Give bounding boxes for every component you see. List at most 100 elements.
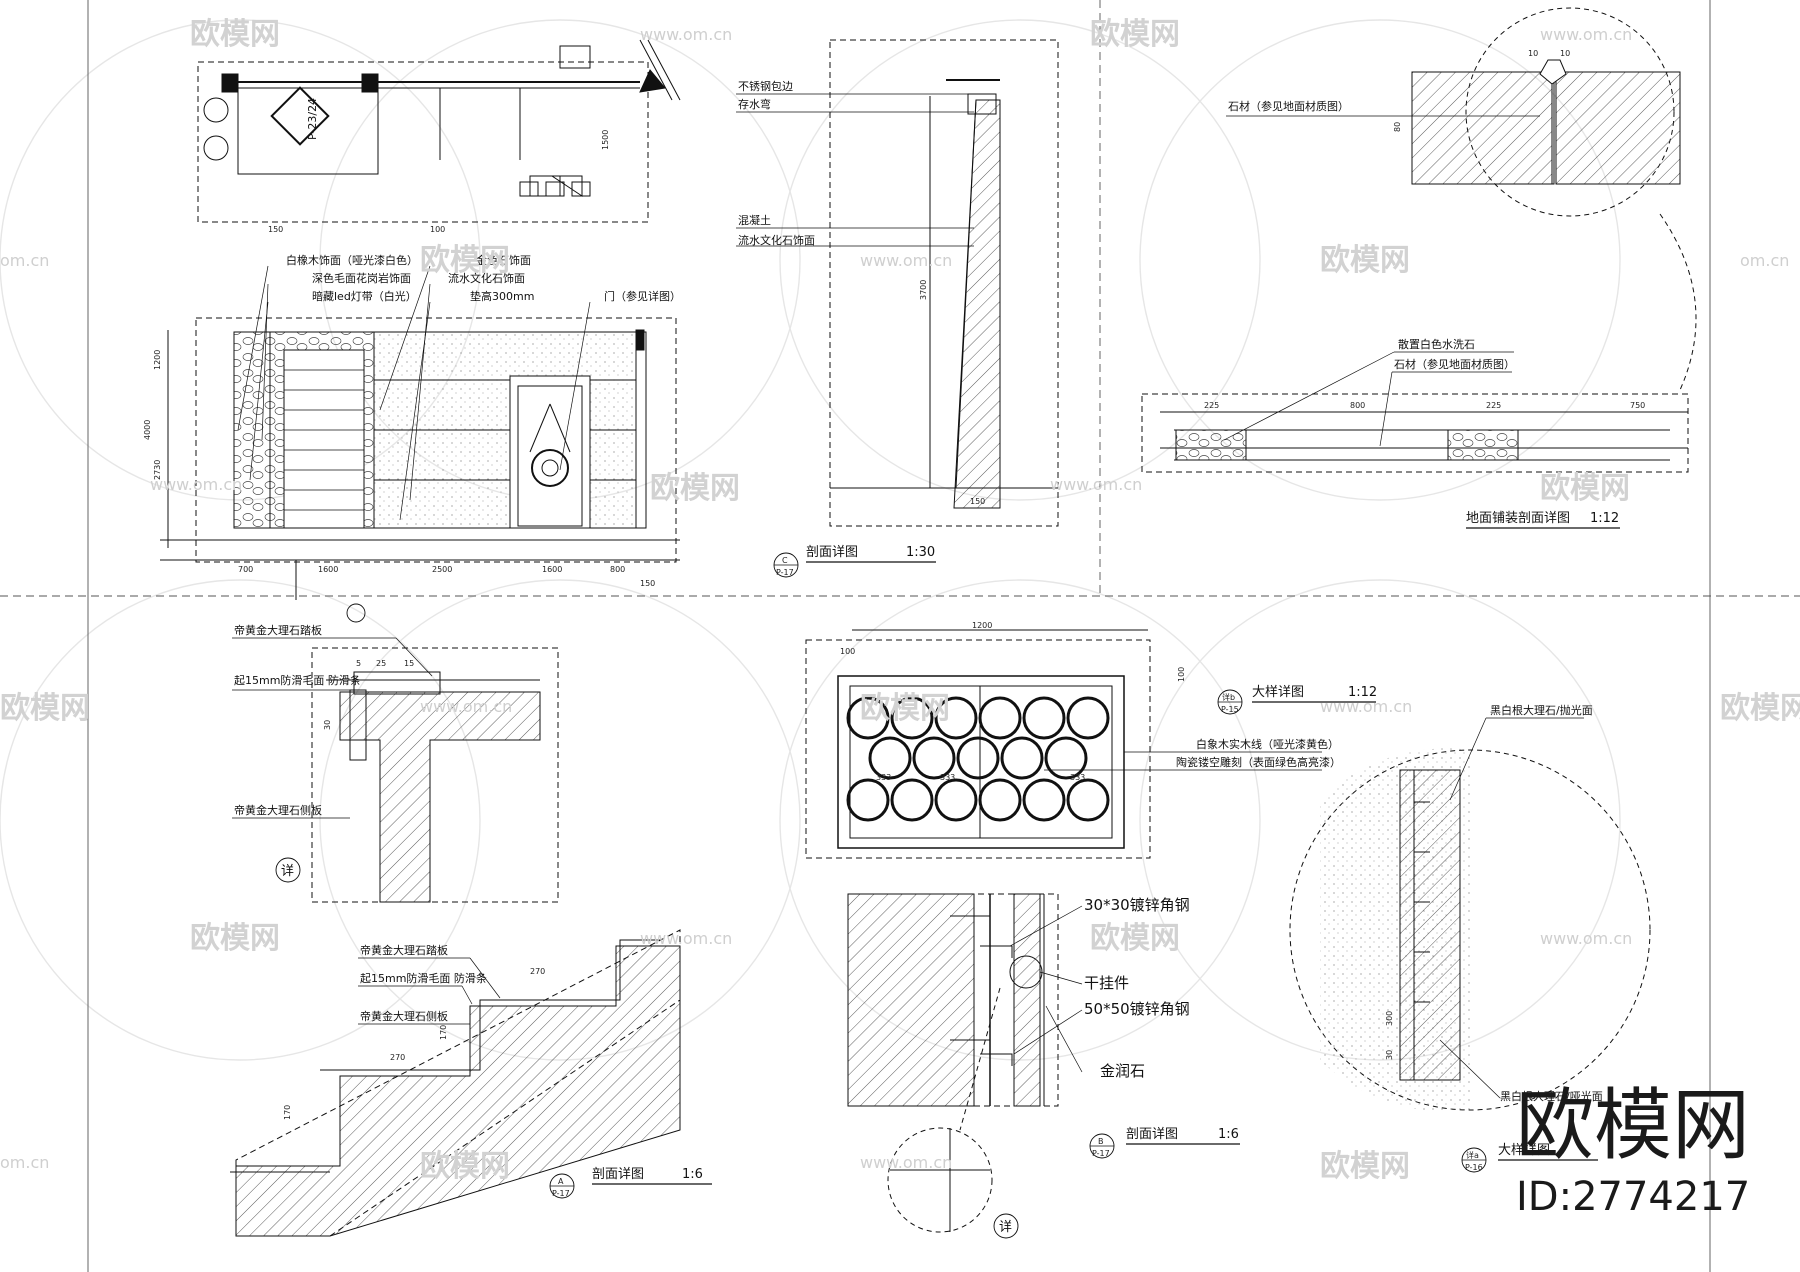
elevation-callout-leaders <box>237 265 591 521</box>
stair-section-marker-sheet: P-17 <box>552 1189 570 1198</box>
section-c-scale: 1:30 <box>906 545 935 560</box>
screen-callout-1: 白象木实木线（哑光漆黄色） <box>1196 737 1339 751</box>
section-b-view <box>847 893 1059 1233</box>
brand-stamp: 欧模网 <box>1516 1081 1750 1171</box>
marble-dim-2: 30 <box>1385 1050 1394 1060</box>
watermark-brand-9: 欧模网 <box>1720 691 1800 726</box>
watermark-brand-1: 欧模网 <box>190 17 280 52</box>
marble-marker-sheet: P-16 <box>1465 1163 1483 1172</box>
floor-dim-4: 750 <box>1630 401 1645 410</box>
screen-callout-2: 陶瓷镂空雕刻（表面绿色高亮漆） <box>1176 755 1341 769</box>
stair-detail-view <box>311 647 559 903</box>
watermark-url-4: www.om.cn <box>860 251 952 270</box>
ring-motif <box>934 696 978 740</box>
watermark-url-11: www.om.cn <box>1540 929 1632 948</box>
stair-detail-callout-2: 起15mm防滑毛面 防滑条 <box>234 673 361 687</box>
plan-dim-3: 150 <box>640 579 655 588</box>
watermark-brand-13: 欧模网 <box>1320 1149 1410 1184</box>
screen-marker-letter: 详b <box>1222 692 1235 702</box>
watermark-url-12: om.cn <box>0 1153 49 1172</box>
section-b-scale: 1:6 <box>1218 1127 1239 1142</box>
screen-dim-2: 100 <box>840 647 855 656</box>
stair-detail-callout-1: 帝黄金大理石踏板 <box>234 623 322 637</box>
watermark-layer: 欧模网 www.om.cn 欧模网 www.om.cn om.cn 欧模网 ww… <box>0 17 1800 1184</box>
ring-motif <box>1022 778 1066 822</box>
stair-detail-dim-4: 30 <box>323 720 332 730</box>
elevation-callout-3: 暗藏led灯带（白光） <box>312 289 417 303</box>
floor-detail-dim-3: 80 <box>1393 122 1402 132</box>
elevation-callout-5: 流水文化石饰面 <box>448 271 525 285</box>
section-c-callout-2: 存水弯 <box>738 97 771 111</box>
ring-grid <box>846 696 1110 822</box>
watermark-brand-8: 欧模网 <box>860 691 950 726</box>
marble-detail-view <box>1289 748 1651 1112</box>
watermark-brand-6: 欧模网 <box>1540 471 1630 506</box>
elev-side-dim-3: 2730 <box>153 460 162 480</box>
watermark-url-5: om.cn <box>1740 251 1789 270</box>
ring-motif <box>978 696 1022 740</box>
ring-motif <box>1066 778 1110 822</box>
section-c-marker-letter: C <box>782 556 788 565</box>
floor-dim-1: 225 <box>1204 401 1219 410</box>
watermark-brand-12: 欧模网 <box>420 1149 510 1184</box>
section-c-marker-sheet: P-17 <box>776 568 794 577</box>
watermark-url-2: www.om.cn <box>1540 25 1632 44</box>
watermark-brand-3: 欧模网 <box>420 243 510 278</box>
stair-section-dim-2: 270 <box>390 1053 405 1062</box>
watermark-brand-10: 欧模网 <box>190 921 280 956</box>
stair-section-view <box>230 929 681 1237</box>
marble-title: 大样详图 <box>1498 1143 1550 1158</box>
watermark-url-8: www.om.cn <box>420 697 512 716</box>
section-c-callout-1: 不锈钢包边 <box>738 80 793 93</box>
stair-section-leaders <box>358 957 501 1025</box>
stair-detail-dim-3: 15 <box>404 659 414 668</box>
section-c-dim-1: 3700 <box>919 280 928 300</box>
section-c-callout-3: 混凝土 <box>738 213 771 227</box>
screen-dim-4: 333 <box>940 773 955 782</box>
ring-motif <box>912 736 956 780</box>
floor-callout-3: 石材（参见地面材质图） <box>1394 357 1515 371</box>
watermark-url-7: www.om.cn <box>1050 475 1142 494</box>
screen-panel-view <box>805 629 1151 859</box>
elevation-callout-1: 白橡木饰面（哑光漆白色） <box>286 253 418 267</box>
floor-callout-1: 石材（参见地面材质图） <box>1228 99 1349 113</box>
section-b-marker-sheet: P-17 <box>1092 1149 1110 1158</box>
watermark-url-10: www.om.cn <box>640 929 732 948</box>
model-id: ID:2774217 <box>1516 1174 1750 1220</box>
ring-motif <box>846 778 890 822</box>
ring-motif <box>890 696 934 740</box>
elev-dim-2: 1600 <box>318 565 338 574</box>
section-c-leaders <box>736 93 974 247</box>
ring-motif <box>978 778 1022 822</box>
ring-motif <box>1066 696 1110 740</box>
floor-dim-2: 800 <box>1350 401 1365 410</box>
marble-callout-1: 黑白根大理石/抛光面 <box>1490 703 1593 717</box>
plan-dim-1: 150 <box>268 225 283 234</box>
elevation-callout-7: 门（参见详图） <box>604 289 681 303</box>
watermark-brand-11: 欧模网 <box>1090 921 1180 956</box>
elev-side-dim-1: 1200 <box>153 350 162 370</box>
ring-motif <box>868 736 912 780</box>
elev-side-dim-2: 4000 <box>143 420 152 440</box>
stair-section-callout-1: 帝黄金大理石踏板 <box>360 943 448 957</box>
ring-motif <box>1022 696 1066 740</box>
screen-title: 大样详图 <box>1252 685 1304 700</box>
section-c-dim-2: 150 <box>970 497 985 506</box>
ring-motif <box>846 696 890 740</box>
stair-section-marker-letter: A <box>558 1177 564 1186</box>
section-c-view <box>829 39 1059 527</box>
screen-dim-5: 333 <box>1070 773 1085 782</box>
watermark-url-6: www.om.cn <box>150 475 242 494</box>
stair-detail-marker: 详 <box>281 864 294 879</box>
watermark-brand-4: 欧模网 <box>1320 243 1410 278</box>
watermark-url-13: www.om.cn <box>860 1153 952 1172</box>
stair-detail-callout-3: 帝黄金大理石侧板 <box>234 803 322 817</box>
ring-motif <box>956 736 1000 780</box>
section-b-callout-2: 干挂件 <box>1084 974 1129 992</box>
plan-view <box>197 39 681 223</box>
watermark-url-1: www.om.cn <box>640 25 732 44</box>
section-b-callout-4: 金润石 <box>1100 1062 1145 1080</box>
section-b-detail-marker: 详 <box>999 1220 1012 1235</box>
floor-leaders <box>1223 115 1540 447</box>
